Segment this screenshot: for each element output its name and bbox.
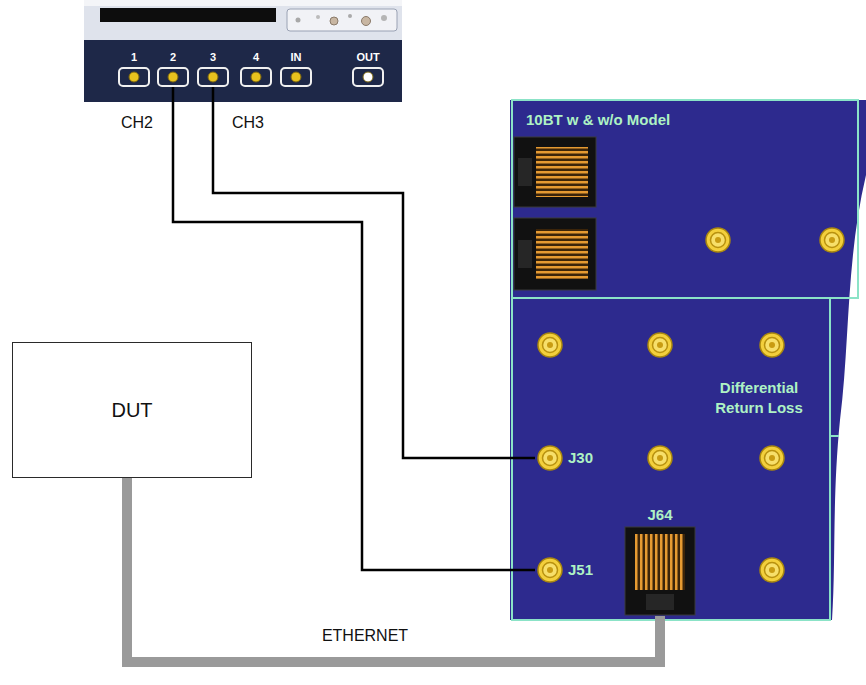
sma-connector [820, 228, 844, 252]
bnc-pin [168, 72, 178, 82]
connector-label: J64 [647, 506, 672, 524]
channel-label: 2 [170, 51, 176, 64]
bnc-housing [353, 68, 383, 86]
scope-front-panel [84, 40, 402, 102]
rj45-jack [624, 526, 696, 616]
sma-connector [535, 443, 565, 473]
bnc-connector [240, 67, 272, 87]
scope-top-edge [84, 0, 402, 6]
scope-control-panel [287, 9, 397, 31]
channel-connector: 1 [114, 51, 154, 87]
sma-connector [535, 555, 565, 585]
cable-label: ETHERNET [322, 627, 408, 645]
channel-label: 4 [253, 51, 259, 64]
channel-connector: 4 [236, 51, 276, 87]
section-title: Differential Return Loss [697, 378, 821, 418]
sma-pin [547, 567, 553, 573]
rj45-tab [518, 158, 532, 186]
sma-connector [760, 558, 784, 582]
ethernet-cable [127, 478, 660, 662]
bnc-pin [251, 72, 261, 82]
connector-label: J30 [568, 449, 593, 467]
board-divider [830, 435, 839, 437]
rj45-housing [625, 527, 695, 615]
board-body [510, 100, 866, 620]
scope-knob [296, 18, 301, 23]
bnc-pin [208, 72, 218, 82]
bnc-connector [352, 67, 384, 87]
bnc-pin [363, 72, 373, 82]
bnc-housing [198, 68, 228, 86]
test-board [510, 100, 866, 620]
bnc-housing [119, 68, 149, 86]
bnc-housing [241, 68, 271, 86]
scope-knob [316, 15, 320, 19]
sma-connector [706, 228, 730, 252]
sma-port: J51 [535, 555, 593, 585]
sma-connector [648, 446, 672, 470]
rj45-tab [518, 240, 532, 268]
board-section-outline [512, 100, 858, 298]
channel-name: CH2 [121, 114, 153, 132]
sma-connector [760, 446, 784, 470]
rj45-jack [514, 137, 596, 207]
sma-ring [543, 451, 558, 466]
sma-connector [760, 333, 784, 357]
board-section: 10BT w & w/o Model [512, 100, 858, 298]
trigger-connector: IN [276, 51, 316, 87]
rj45-pins [536, 229, 588, 279]
bnc-housing [281, 68, 311, 86]
bnc-connector [280, 67, 312, 87]
scope-display-bar [100, 8, 276, 22]
rj45-tab [646, 594, 674, 610]
rj45-pins [536, 147, 588, 197]
channel-label: OUT [356, 51, 379, 64]
sma-ring [538, 558, 562, 582]
sma-connector [648, 333, 672, 357]
sma-ring [538, 446, 562, 470]
channel-connector: 3 [193, 51, 233, 87]
section-title: 10BT w & w/o Model [526, 110, 670, 130]
bnc-housing [158, 68, 188, 86]
oscilloscope [84, 0, 402, 102]
channel-name: CH3 [232, 114, 264, 132]
device-label: DUT [111, 398, 152, 422]
board-section-outline [512, 298, 830, 620]
rj45-port: J64 [624, 506, 696, 616]
sma-port: J30 [535, 443, 593, 473]
sma-pin [547, 455, 553, 461]
board-divider [830, 297, 848, 299]
bnc-connector [197, 67, 229, 87]
scope-knob [362, 17, 371, 26]
probe-cable [213, 87, 535, 458]
channel-label: IN [291, 51, 302, 64]
sma-connector [538, 333, 562, 357]
device-box: DUT [12, 342, 252, 478]
scope-knob [330, 17, 338, 25]
scope-knob [381, 15, 387, 21]
bnc-pin [129, 72, 139, 82]
bnc-connector [157, 67, 189, 87]
connector-label: J51 [568, 561, 593, 579]
output-connector: OUT [348, 51, 388, 87]
rj45-pins [635, 534, 685, 590]
channel-label: 1 [131, 51, 137, 64]
probe-cable [173, 87, 535, 570]
rj45-jack [514, 218, 596, 290]
bnc-connector [118, 67, 150, 87]
channel-label: 3 [210, 51, 216, 64]
board-section: Differential Return LossJ30J51 J64 [512, 298, 830, 620]
bnc-pin [291, 72, 301, 82]
scope-knob [348, 14, 352, 18]
scope-top [84, 0, 402, 44]
sma-ring [543, 563, 558, 578]
channel-connector: 2 [153, 51, 193, 87]
